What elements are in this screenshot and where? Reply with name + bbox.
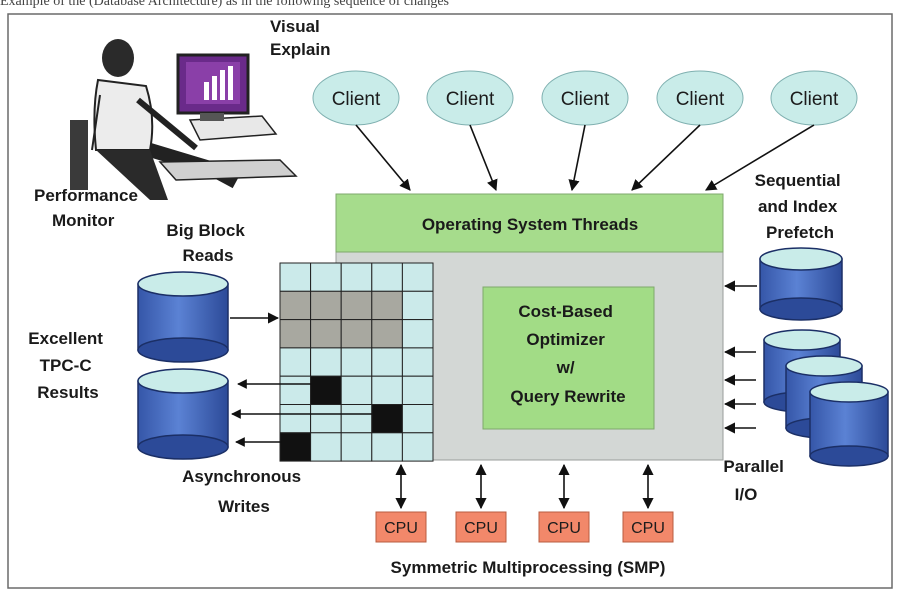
buffer-cell-read: [279, 290, 312, 321]
buffer-cell: [340, 262, 373, 292]
buffer-cell: [401, 347, 434, 377]
buffer-cell: [279, 347, 312, 377]
sequential-prefetch-label: Sequential and Index Prefetch: [755, 171, 846, 242]
os-threads-band: [335, 193, 724, 253]
performance-monitor-label: Performance Monitor: [34, 186, 143, 230]
buffer-cell: [371, 432, 403, 462]
buffer-cell: [279, 404, 312, 434]
svg-text:Client: Client: [561, 89, 610, 110]
buffer-cell: [371, 347, 403, 377]
buffer-cell: [340, 347, 373, 377]
cpu-box: CPU: [455, 511, 507, 543]
async-write-arrows: [231, 379, 372, 447]
buffer-cell-dirty: [310, 375, 342, 406]
big-block-reads-label: Big Block Reads: [166, 221, 249, 265]
cpu-arrows: [395, 463, 654, 510]
buffer-cell-read: [371, 319, 403, 349]
svg-text:Client: Client: [332, 89, 381, 110]
svg-text:Client: Client: [790, 89, 839, 110]
buffer-pool-grid: [279, 262, 434, 462]
svg-text:Client: Client: [446, 89, 495, 110]
buffer-cell: [401, 404, 434, 434]
client-arrows: [355, 124, 815, 192]
parallel-io-arrows: [723, 346, 756, 434]
optimizer-box: [482, 286, 655, 430]
client-node: Client: [541, 70, 629, 126]
clients: Client Client Client Client Client: [312, 70, 858, 126]
buffer-cell: [401, 319, 434, 349]
buffer-cell: [279, 375, 312, 406]
buffer-cell: [310, 347, 342, 377]
optimizer-label: Cost-Based Optimizer w/ Query Rewrite: [510, 302, 625, 406]
buffer-cell: [371, 262, 403, 292]
buffer-cell: [340, 432, 373, 462]
buffer-cell-read: [279, 319, 312, 349]
buffer-cell: [340, 404, 373, 434]
buffer-cell-read: [310, 290, 342, 321]
workstation-icon: [70, 39, 298, 200]
buffer-cell: [401, 262, 434, 292]
svg-text:CPU: CPU: [547, 520, 581, 537]
disk-icon: [759, 247, 843, 321]
disk-icon: [137, 368, 229, 460]
buffer-cell: [310, 432, 342, 462]
svg-text:Client: Client: [676, 89, 725, 110]
buffer-cell: [310, 404, 342, 434]
visual-explain-label: Visual Explain: [270, 17, 330, 59]
cpus: CPU CPU CPU CPU: [375, 511, 674, 543]
buffer-cell-dirty: [371, 404, 403, 434]
svg-text:CPU: CPU: [631, 520, 665, 537]
svg-text:CPU: CPU: [464, 520, 498, 537]
disk-icon: [809, 381, 889, 467]
async-writes-label: Asynchronous Writes: [182, 467, 306, 516]
top-caption: Example of the (Database Architecture) a…: [0, 0, 449, 9]
buffer-cell: [371, 375, 403, 406]
cpu-box: CPU: [538, 511, 590, 543]
client-node: Client: [312, 70, 400, 126]
smp-label: Symmetric Multiprocessing (SMP): [391, 558, 666, 577]
buffer-cell-read: [310, 319, 342, 349]
buffer-cell: [310, 262, 342, 292]
os-threads-label: Operating System Threads: [422, 215, 638, 234]
cpu-box: CPU: [622, 511, 674, 543]
buffer-cell-read: [340, 290, 373, 321]
client-node: Client: [656, 70, 744, 126]
cpu-box: CPU: [375, 511, 427, 543]
parallel-io-label: Parallel I/O: [723, 457, 788, 504]
client-node: Client: [426, 70, 514, 126]
buffer-cell: [340, 375, 373, 406]
tpcc-results-label: Excellent TPC-C Results: [28, 329, 107, 402]
buffer-cell: [401, 432, 434, 462]
buffer-cell: [279, 262, 312, 292]
buffer-cell-dirty: [279, 432, 312, 462]
buffer-cell-read: [371, 290, 403, 321]
buffer-cell-read: [340, 319, 373, 349]
svg-text:CPU: CPU: [384, 520, 418, 537]
outer-frame: [7, 13, 893, 589]
client-node: Client: [770, 70, 858, 126]
buffer-cell: [401, 290, 434, 321]
buffer-cell: [401, 375, 434, 406]
disk-icon: [137, 271, 229, 363]
